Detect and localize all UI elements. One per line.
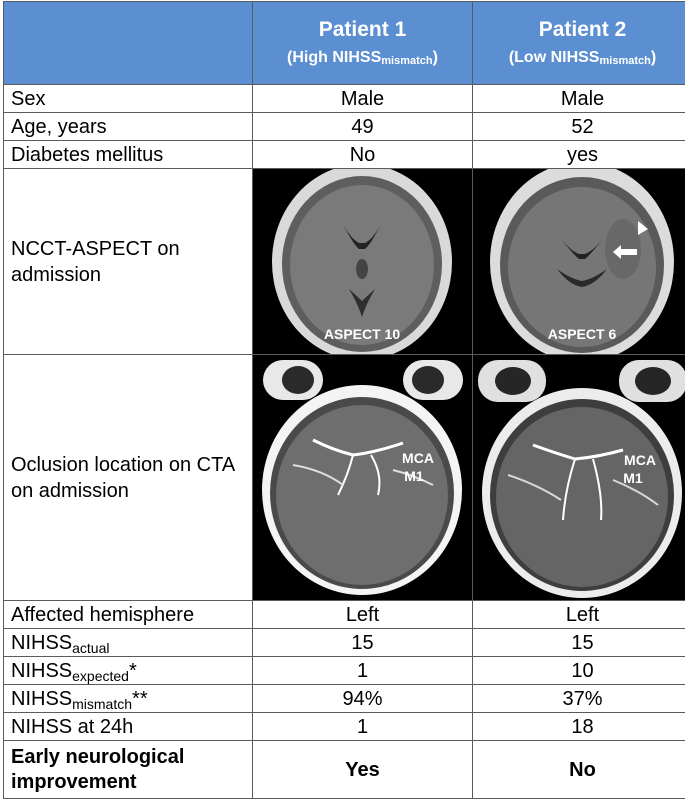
row-nihss-24h: NIHSS at 24h 1 18: [4, 713, 685, 741]
row-label: NIHSSmismatch**: [4, 685, 253, 713]
row-nihss-mismatch: NIHSSmismatch** 94% 37%: [4, 685, 685, 713]
header-patient-2: Patient 2 (Low NIHSSmismatch): [473, 2, 685, 85]
cta-scan-1: MCA M1: [253, 355, 472, 600]
patient-1-cta-image: MCA M1: [253, 355, 473, 601]
patient-1-sub-pre: (High NIHSS: [287, 49, 381, 66]
row-label: NCCT-ASPECT on admission: [4, 169, 253, 355]
patient-1-subtitle: (High NIHSSmismatch): [253, 47, 472, 70]
patient-1-value: Male: [253, 85, 473, 113]
patient-1-value: 1: [253, 657, 473, 685]
row-label: NIHSSactual: [4, 629, 253, 657]
patient-1-value: 49: [253, 113, 473, 141]
row-nihss-expected: NIHSSexpected* 1 10: [4, 657, 685, 685]
patient-2-value: yes: [473, 141, 685, 169]
patient-1-ncct-image: ASPECT 10: [253, 169, 473, 355]
row-early-improvement: Early neurological improvement Yes No: [4, 741, 685, 799]
patient-2-value: 10: [473, 657, 685, 685]
row-sex: Sex Male Male: [4, 85, 685, 113]
table-header-row: Patient 1 (High NIHSSmismatch) Patient 2…: [4, 2, 685, 85]
row-diabetes: Diabetes mellitus No yes: [4, 141, 685, 169]
patient-1-value: No: [253, 141, 473, 169]
cta-2-label-a: MCA: [624, 452, 656, 468]
patient-2-value: Left: [473, 601, 685, 629]
label-sub: expected: [72, 668, 129, 684]
patient-2-subtitle: (Low NIHSSmismatch): [473, 47, 685, 70]
row-label: Age, years: [4, 113, 253, 141]
row-nihss-actual: NIHSSactual 15 15: [4, 629, 685, 657]
patient-2-sub-pre: (Low NIHSS: [509, 49, 600, 66]
patient-1-value: 15: [253, 629, 473, 657]
patient-2-value: 15: [473, 629, 685, 657]
label-post: *: [129, 660, 137, 682]
ncct-2-label: ASPECT 6: [548, 326, 617, 342]
row-label: Early neurological improvement: [4, 741, 253, 799]
patient-2-value: 18: [473, 713, 685, 741]
label-post: **: [132, 688, 148, 710]
label-sub: actual: [72, 640, 109, 656]
row-label: Oclusion location on CTA on admission: [4, 355, 253, 601]
row-label: Diabetes mellitus: [4, 141, 253, 169]
row-label: Affected hemisphere: [4, 601, 253, 629]
row-label: Sex: [4, 85, 253, 113]
cta-1-label-b: M1: [404, 468, 424, 484]
patient-2-value: 37%: [473, 685, 685, 713]
patient-2-cta-image: MCA M1: [473, 355, 685, 601]
row-label: NIHSSexpected*: [4, 657, 253, 685]
row-label: NIHSS at 24h: [4, 713, 253, 741]
header-empty-cell: [4, 2, 253, 85]
patient-2-value: No: [473, 741, 685, 799]
cta-scan-2: MCA M1: [473, 355, 685, 600]
patient-1-value: 94%: [253, 685, 473, 713]
patient-1-value: Left: [253, 601, 473, 629]
label-pre: NIHSS: [11, 688, 72, 710]
patient-1-value: Yes: [253, 741, 473, 799]
patient-2-sub-sub: mismatch: [599, 55, 650, 67]
ncct-scan-1: ASPECT 10: [253, 169, 472, 354]
label-pre: NIHSS: [11, 660, 72, 682]
patient-2-ncct-image: ASPECT 6: [473, 169, 685, 355]
header-patient-1: Patient 1 (High NIHSSmismatch): [253, 2, 473, 85]
row-hemisphere: Affected hemisphere Left Left: [4, 601, 685, 629]
label-pre: NIHSS: [11, 632, 72, 654]
label-sub: mismatch: [72, 696, 132, 712]
cta-1-label-a: MCA: [402, 450, 434, 466]
patient-2-value: Male: [473, 85, 685, 113]
ncct-scan-2: ASPECT 6: [473, 169, 685, 354]
cta-2-label-b: M1: [623, 470, 643, 486]
row-age: Age, years 49 52: [4, 113, 685, 141]
patient-1-sub-post: ): [433, 49, 438, 66]
row-ncct-aspect: NCCT-ASPECT on admission ASPECT 10: [4, 169, 685, 355]
patient-2-value: 52: [473, 113, 685, 141]
row-cta-occlusion: Oclusion location on CTA on admission MC…: [4, 355, 685, 601]
patient-1-value: 1: [253, 713, 473, 741]
patient-2-title: Patient 2: [473, 17, 685, 43]
patient-1-sub-sub: mismatch: [381, 55, 432, 67]
patient-1-title: Patient 1: [253, 17, 472, 43]
patient-comparison-table: Patient 1 (High NIHSSmismatch) Patient 2…: [3, 1, 685, 799]
ncct-1-label: ASPECT 10: [324, 326, 400, 342]
patient-2-sub-post: ): [651, 49, 656, 66]
